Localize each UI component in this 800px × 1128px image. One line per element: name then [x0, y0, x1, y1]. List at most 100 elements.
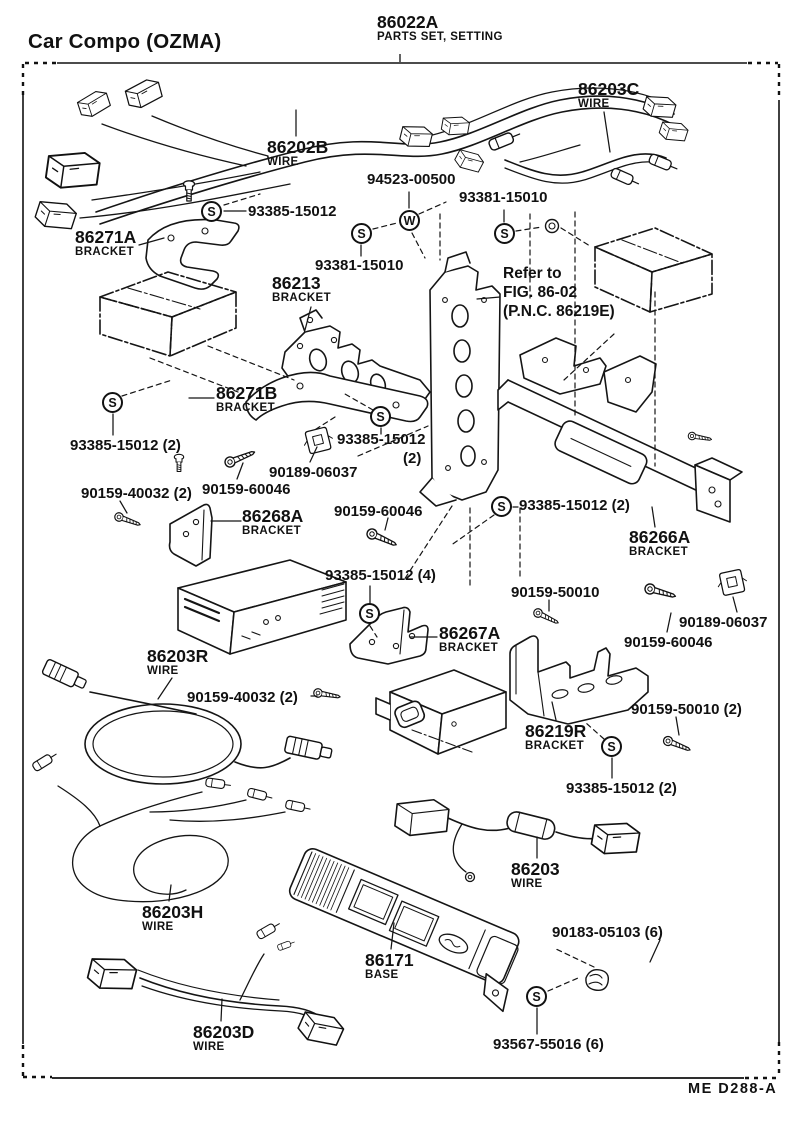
- wire-86202b-drawing: [32, 76, 690, 236]
- fastener-label-90159-60046-right: 90159-60046: [624, 634, 713, 651]
- fastener-label-90159-40032-mid: 90159-40032 (2): [187, 689, 298, 706]
- fastener-label-93385-15012-mid-qty: (2): [403, 450, 422, 467]
- part-name: BRACKET: [242, 525, 302, 537]
- part-name: BRACKET: [629, 546, 689, 558]
- left-amp-box-drawing: [99, 271, 237, 357]
- part-label-86271a: 86271A BRACKET: [75, 228, 136, 259]
- refer-note-line2: FIG. 86-02: [503, 284, 578, 301]
- fastener-label-93385-15012-top: 93385-15012: [248, 203, 337, 220]
- part-number: 86202B: [267, 137, 329, 157]
- part-name: BRACKET: [525, 740, 585, 752]
- part-number: 86271A: [75, 227, 137, 247]
- fastener-label-90159-50010-2: 90159-50010 (2): [631, 701, 742, 718]
- symbol-letter: S: [376, 409, 385, 424]
- part-label-86203: 86203 WIRE: [511, 860, 560, 891]
- fastener-label-90189-06037-mid: 90189-06037: [269, 464, 358, 481]
- fastener-label-90159-40032-left: 90159-40032 (2): [81, 485, 192, 502]
- part-name: BRACKET: [439, 642, 499, 654]
- part-label-86203h: 86203H WIRE: [142, 903, 203, 934]
- symbol-letter: S: [500, 226, 509, 241]
- part-name: PARTS SET, SETTING: [377, 31, 503, 43]
- wire-86203c-drawing: [487, 128, 680, 190]
- sheet-code: ME D288-A: [688, 1081, 778, 1097]
- part-name: BRACKET: [75, 246, 135, 258]
- leader-lines: [112, 109, 738, 1035]
- bracket-86267a-drawing: [349, 606, 429, 665]
- part-label-86202b: 86202B WIRE: [267, 138, 328, 169]
- fastener-label-94523-00500: 94523-00500: [367, 171, 456, 188]
- refer-note: Refer to FIG. 86-02 (P.N.C. 86219E): [503, 264, 615, 321]
- wire-86203d-drawing: [84, 919, 348, 1053]
- screw-symbol: S: [359, 603, 380, 624]
- right-flange-drawing: [519, 337, 657, 413]
- fastener-label-93381-15010-left: 93381-15010: [315, 257, 404, 274]
- fastener-label-93385-15012-rail: 93385-15012 (2): [519, 497, 630, 514]
- part-number: 86266A: [629, 527, 691, 547]
- washer-symbol: W: [399, 210, 420, 231]
- part-label-86213: 86213 BRACKET: [272, 274, 331, 305]
- part-label-86203d: 86203D WIRE: [193, 1023, 254, 1054]
- symbol-letter: W: [403, 213, 416, 228]
- fastener-label-93381-15010-right: 93381-15010: [459, 189, 548, 206]
- part-label-86022a: 86022A PARTS SET, SETTING: [377, 13, 503, 44]
- wire-86203-drawing: [394, 798, 642, 883]
- right-amp-box-drawing: [594, 227, 713, 313]
- bracket-86266a-drawing: [497, 379, 743, 523]
- fastener-label-90189-06037-right: 90189-06037: [679, 614, 768, 631]
- part-number: 86268A: [242, 506, 304, 526]
- symbol-letter: S: [365, 606, 374, 621]
- part-number: 86203H: [142, 902, 204, 922]
- screw-symbol: S: [370, 406, 391, 427]
- part-number: 86203C: [578, 79, 640, 99]
- part-name: WIRE: [193, 1041, 225, 1053]
- wire-86203r-drawing: [40, 657, 334, 785]
- part-number: 86203D: [193, 1022, 255, 1042]
- screw-symbol: S: [601, 736, 622, 757]
- sheet-border: [21, 54, 781, 1080]
- part-number: 86267A: [439, 623, 501, 643]
- screw-symbol: S: [201, 201, 222, 222]
- phantom-lines: [121, 193, 656, 992]
- refer-note-line1: Refer to: [503, 265, 562, 282]
- symbol-letter: S: [532, 989, 541, 1004]
- part-number: 86203: [511, 859, 560, 879]
- part-number: 86271B: [216, 383, 278, 403]
- part-number: 86203R: [147, 646, 209, 666]
- part-name: WIRE: [147, 665, 179, 677]
- symbol-letter: S: [357, 226, 366, 241]
- part-name: WIRE: [511, 878, 543, 890]
- symbol-letter: S: [207, 204, 216, 219]
- screw-symbol: S: [351, 223, 372, 244]
- part-name: WIRE: [267, 156, 299, 168]
- radio-unit-drawing: [177, 559, 347, 655]
- symbol-letter: S: [108, 395, 117, 410]
- fastener-label-90159-60046-center: 90159-60046: [334, 503, 423, 520]
- screw-symbol: S: [102, 392, 123, 413]
- part-name: BASE: [365, 969, 399, 981]
- screw-symbol: S: [494, 223, 515, 244]
- fastener-label-90159-50010: 90159-50010: [511, 584, 600, 601]
- fastener-label-90183-05103: 90183-05103 (6): [552, 924, 663, 941]
- screw-symbol: S: [491, 496, 512, 517]
- fastener-label-90159-60046-left: 90159-60046: [202, 481, 291, 498]
- part-label-86267a: 86267A BRACKET: [439, 624, 500, 655]
- diagram-title: Car Compo (OZMA): [28, 30, 222, 53]
- part-name: BRACKET: [272, 292, 332, 304]
- part-number: 86219R: [525, 721, 587, 741]
- fastener-label-93385-15012-left2: 93385-15012 (2): [70, 437, 181, 454]
- symbol-letter: S: [497, 499, 506, 514]
- bracket-86219r-drawing: [509, 635, 649, 725]
- part-number: 86022A: [377, 12, 439, 32]
- part-label-86271b: 86271B BRACKET: [216, 384, 277, 415]
- fastener-icons: [112, 180, 750, 992]
- amp-unit-drawing: [375, 669, 507, 755]
- base-86171-drawing: [288, 848, 520, 1013]
- part-label-86203r: 86203R WIRE: [147, 647, 208, 678]
- refer-note-line3: (P.N.C. 86219E): [503, 303, 615, 320]
- symbol-letter: S: [607, 739, 616, 754]
- part-label-86266a: 86266A BRACKET: [629, 528, 690, 559]
- part-name: WIRE: [578, 98, 610, 110]
- part-name: WIRE: [142, 921, 174, 933]
